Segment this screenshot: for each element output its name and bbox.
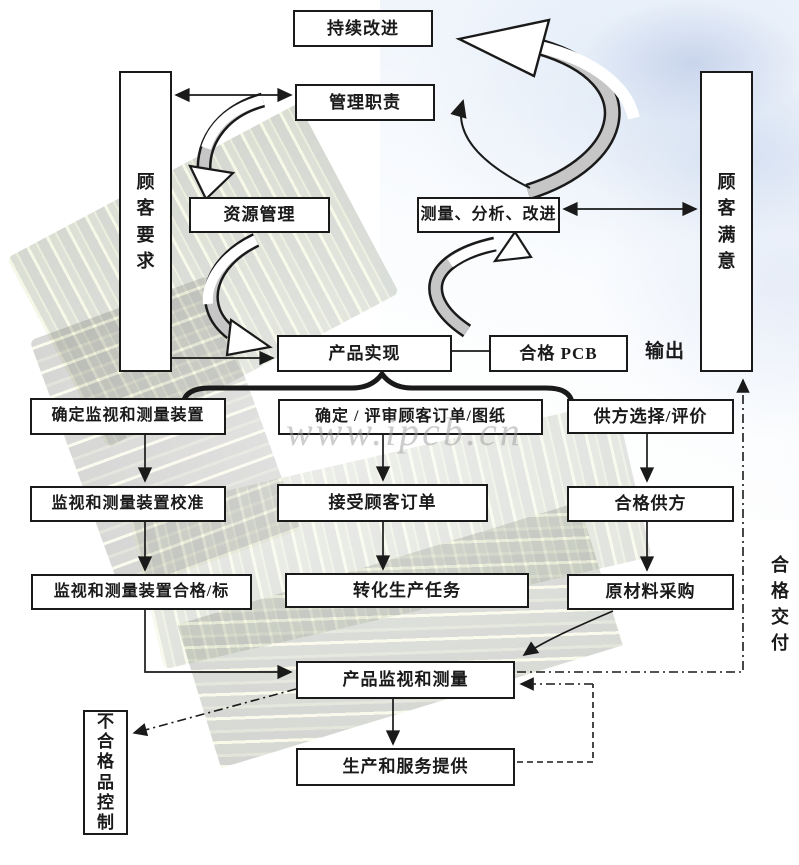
node-customer-requirements-label: 顾客要求 <box>136 172 155 271</box>
dashed-production-loop <box>517 684 594 763</box>
node-transform-production-task: 转化生产任务 <box>285 573 529 608</box>
node-management-responsibility: 管理职责 <box>295 84 435 121</box>
swirl-arrow-product-to-measurement <box>428 230 533 338</box>
node-customer-requirements: 顾客要求 <box>119 71 172 372</box>
node-device-qualified: 监视和测量装置合格/标 <box>31 574 252 610</box>
arrow-col1-to-monitoring <box>144 610 293 680</box>
node-resource-management: 资源管理 <box>189 197 330 233</box>
dashdot-monitoring-to-nonconforming <box>132 688 297 737</box>
node-production-service-provision: 生产和服务提供 <box>296 748 515 786</box>
node-nonconforming-product-control: 不合格品控制 <box>83 710 128 835</box>
label-qualified-delivery-text: 合格交付 <box>770 555 789 654</box>
node-customer-satisfaction-label: 顾客满意 <box>717 172 736 271</box>
node-qualified-pcb: 合格 PCB <box>489 335 628 372</box>
arrow-purchase-to-monitoring <box>522 610 614 656</box>
node-qualified-supplier: 合格供方 <box>567 486 734 522</box>
node-raw-material-purchase: 原材料采购 <box>567 574 734 610</box>
node-determine-monitoring-devices: 确定监视和测量装置 <box>30 398 226 435</box>
swirl-arrow-resource-to-product <box>202 233 273 357</box>
swirl-arrow-measurement-to-improvement <box>450 18 640 201</box>
node-device-calibration: 监视和测量装置校准 <box>30 486 226 522</box>
node-product-monitoring-measurement: 产品监视和测量 <box>296 661 515 699</box>
node-nonconforming-product-control-label: 不合格品控制 <box>97 712 114 832</box>
node-customer-satisfaction: 顾客满意 <box>700 71 753 372</box>
node-product-realization: 产品实现 <box>277 335 452 372</box>
swirl-arrow-management-to-resource <box>188 92 266 201</box>
label-qualified-delivery: 合格交付 <box>768 552 792 656</box>
node-continuous-improvement: 持续改进 <box>293 10 433 47</box>
node-measurement-analysis-improvement: 测量、分析、改进 <box>417 197 560 233</box>
node-supplier-selection: 供方选择/评价 <box>567 399 734 434</box>
node-accept-customer-order: 接受顾客订单 <box>277 484 488 522</box>
label-output: 输出 <box>645 341 686 362</box>
node-determine-review-order: 确定 / 评审顾客订单/图纸 <box>278 399 543 435</box>
